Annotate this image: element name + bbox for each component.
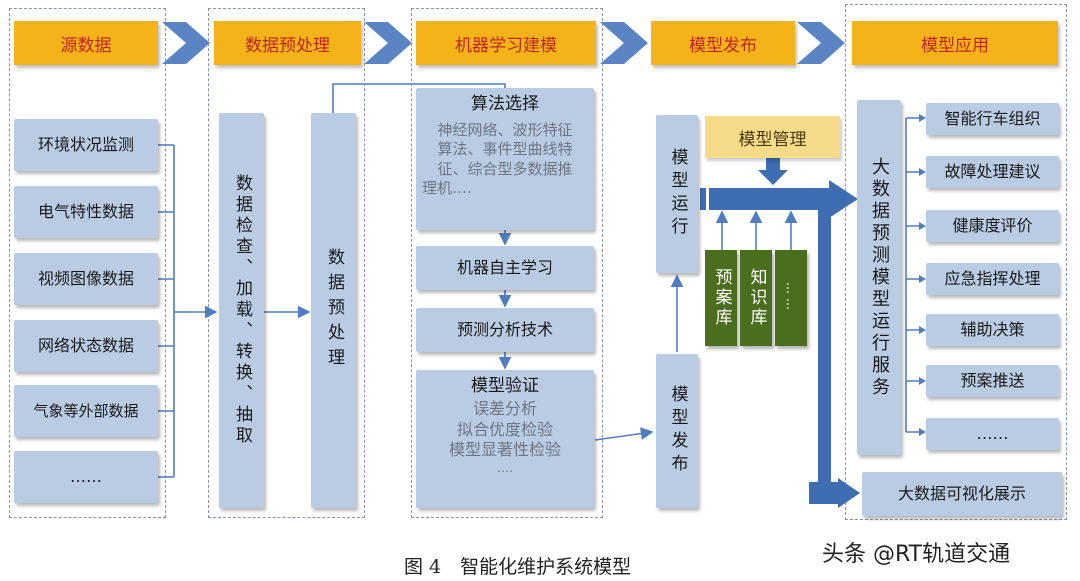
big-flow-arrow [700,180,860,508]
source-item: 电气特性数据 [14,186,158,238]
header-chevrons [162,22,845,64]
library-block-text: 知识库 [746,268,767,328]
preprocess-column-1: 数据检查、加载、转换、抽取 [219,113,264,508]
source-item: 气象等外部数据 [14,385,158,437]
big-data-visualization: 大数据可视化展示 [862,472,1062,516]
application-item: 健康度评价 [926,210,1059,242]
application-item: …… [926,418,1059,450]
application-item: 故障处理建议 [926,156,1059,188]
library-block-text: …… [784,282,798,314]
figure-caption: 图 4 智能化维护系统模型 [404,556,632,578]
validation-line: 拟合优度检验 [456,419,553,439]
application-item: 辅助决策 [926,314,1059,346]
header-source-data: 源数据 [14,21,158,65]
validation-line: 误差分析 [472,399,537,419]
model-release: 模型发布 [656,354,698,508]
column-frame-preprocess [208,8,365,518]
header-publish: 模型发布 [651,21,795,65]
validation-line: 模型显著性检验 [448,440,561,460]
column-frame-application [845,4,1067,520]
model-release-text: 模型发布 [667,385,688,477]
library-block: …… [775,250,807,346]
library-block-text: 预案库 [711,268,732,328]
prediction-service: 大数据预测模型运行服务 [857,100,901,455]
preprocess-column-2: 数据预处理 [311,113,356,508]
watermark: 头条 @RT轨道交通 [822,542,1011,567]
header-modeling: 机器学习建模 [416,21,596,65]
algorithm-selection-title: 算法选择 [471,94,539,114]
column-frame-source [9,8,166,518]
application-item: 预案推送 [926,365,1059,397]
validation-line: …. [497,460,513,475]
algorithm-line: 征、综合型多数据推 [437,159,573,178]
source-item: 网络状态数据 [14,320,158,372]
source-item: 视频图像数据 [14,253,158,305]
algorithm-line: 神经网络、波形特征 [437,121,573,140]
algorithm-selection: 算法选择 神经网络、波形特征 算法、事件型曲线特 征、综合型多数据推 理机…. [416,88,594,230]
model-management: 模型管理 [705,116,840,158]
model-run: 模型运行 [656,115,698,273]
predictive-analysis: 预测分析技术 [416,308,594,352]
application-item: 智能行车组织 [926,103,1059,135]
machine-self-learning: 机器自主学习 [416,246,594,290]
preprocess-column-1-text: 数据检查、加载、转换、抽取 [232,174,252,447]
header-preprocess: 数据预处理 [214,21,361,65]
algorithm-line: 理机…. [422,178,472,197]
header-application: 模型应用 [852,21,1058,65]
application-item: 应急指挥处理 [926,263,1059,295]
model-validation: 模型验证 误差分析 拟合优度检验 模型显著性检验 …. [416,370,594,508]
prediction-service-text: 大数据预测模型运行服务 [869,156,890,399]
library-block: 知识库 [740,250,772,346]
algorithm-line: 算法、事件型曲线特 [437,140,573,159]
library-block: 预案库 [705,250,737,346]
model-validation-title: 模型验证 [471,376,539,396]
source-item: 环境状况监测 [14,119,158,171]
column-frame-modeling [411,8,603,518]
preprocess-column-2-text: 数据预处理 [324,248,344,373]
source-item: …… [14,451,158,503]
model-run-text: 模型运行 [667,148,688,240]
